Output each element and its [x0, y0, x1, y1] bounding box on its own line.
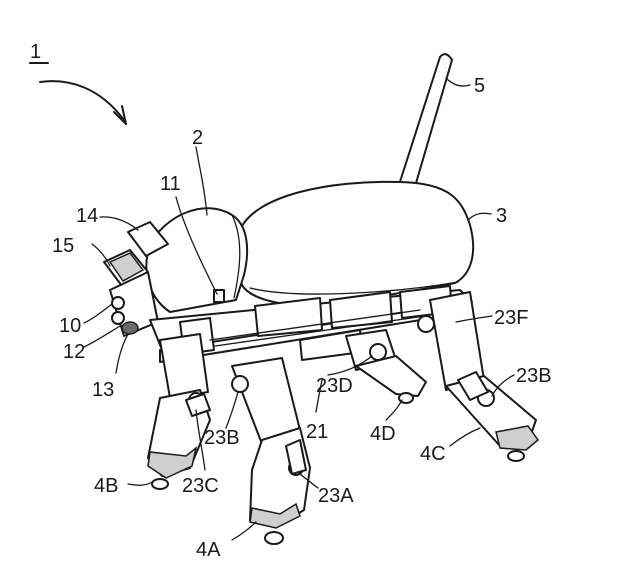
leg-4C [417, 291, 540, 462]
label-4C: 4C [420, 443, 446, 465]
head-sensor-11 [213, 289, 225, 303]
label-1: 1 [30, 41, 41, 63]
label-13: 13 [92, 379, 114, 401]
leg-4A [231, 357, 311, 545]
label-23C: 23C [182, 475, 219, 497]
head [145, 207, 249, 313]
label-23A: 23A [318, 485, 354, 507]
label-14: 14 [76, 205, 98, 227]
reference-arrow [29, 62, 127, 125]
label-3: 3 [496, 205, 507, 227]
reference-labels: 1 2 3 5 10 11 12 13 14 15 21 23A 23B 23B… [30, 41, 552, 561]
label-21: 21 [306, 421, 328, 443]
label-4A: 4A [196, 539, 221, 561]
label-12: 12 [63, 341, 85, 363]
label-23B-rear: 23B [516, 365, 552, 387]
leg-4B [147, 333, 211, 490]
label-11: 11 [160, 173, 181, 195]
leg-4D [345, 329, 427, 404]
label-23B-front: 23B [204, 427, 240, 449]
label-10: 10 [59, 315, 81, 337]
label-15: 15 [52, 235, 74, 257]
label-4D: 4D [370, 423, 396, 445]
label-23F: 23F [494, 307, 528, 329]
label-4B: 4B [94, 475, 118, 497]
tail-antenna [395, 53, 453, 191]
label-23D: 23D [316, 375, 353, 397]
face-unit [103, 221, 169, 337]
body-trunk [235, 180, 475, 307]
label-5: 5 [474, 75, 485, 97]
label-2: 2 [192, 127, 203, 149]
leader-lines [83, 77, 515, 541]
